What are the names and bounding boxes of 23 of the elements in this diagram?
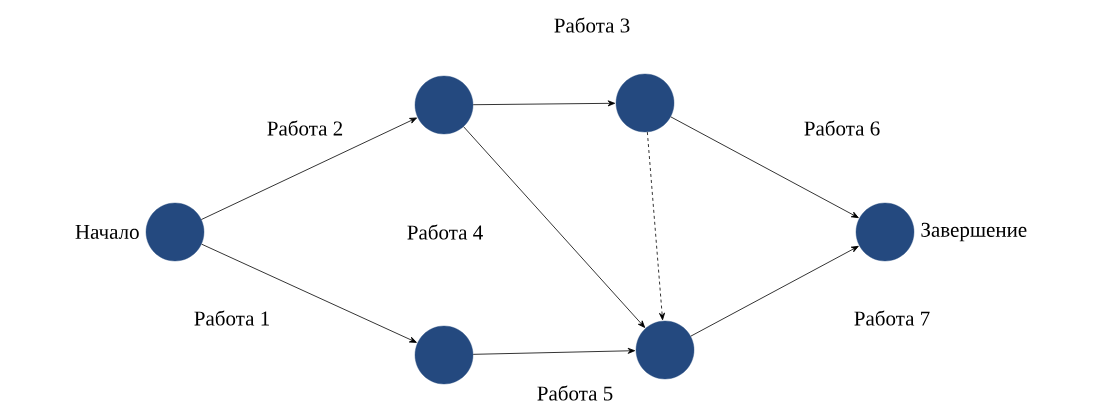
arrow xyxy=(670,116,859,219)
event-circle xyxy=(414,325,474,385)
edge-label: Работа 3 xyxy=(551,15,633,35)
node-caption: Начало xyxy=(75,225,139,239)
arrow xyxy=(690,245,859,337)
event-circle xyxy=(615,73,675,133)
arrow xyxy=(646,131,665,321)
edge-label: Работа 7 xyxy=(851,308,933,328)
event-circle xyxy=(145,202,205,262)
arrow xyxy=(472,100,616,107)
arrow xyxy=(201,243,417,343)
arrow xyxy=(201,117,417,220)
edge-label: Работа 2 xyxy=(264,118,346,138)
event-circle xyxy=(414,75,474,135)
edge-label: Работа 5 xyxy=(534,383,616,403)
edge-label: Работа 6 xyxy=(801,118,883,138)
arrow xyxy=(463,126,646,328)
edge-label: Работа 4 xyxy=(404,222,486,242)
node-caption: Завершение xyxy=(921,222,1027,242)
edge-label: Работа 1 xyxy=(191,308,273,328)
event-circle xyxy=(635,320,695,380)
arrow xyxy=(472,347,636,355)
event-circle xyxy=(855,202,915,262)
